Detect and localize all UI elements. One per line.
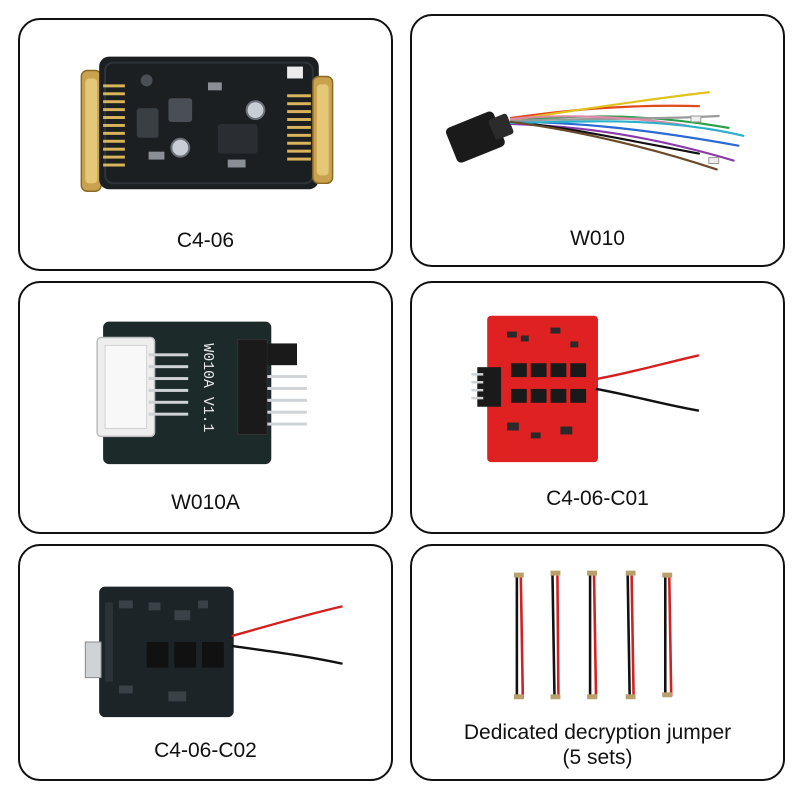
product-card-c4-06-c02: C4-06-C02 — [18, 544, 393, 781]
card-caption: W010A — [171, 491, 240, 514]
card-caption: W010 — [570, 227, 625, 250]
c4-06-c01-board-image — [471, 315, 700, 463]
c4-06-board-image — [80, 56, 334, 192]
c4-06-c02-board-image — [84, 586, 343, 718]
decryption-jumper-image — [513, 570, 673, 700]
card-caption: C4-06 — [176, 229, 235, 252]
product-card-w010: W010 — [410, 14, 785, 267]
card-caption: Dedicated decryption jumper (5 sets) — [412, 720, 783, 770]
product-card-c4-06-c01: C4-06-C01 — [410, 281, 785, 534]
product-card-decryption-jumper: Dedicated decryption jumper (5 sets) — [410, 544, 785, 781]
product-card-c4-06: C4-06 — [18, 18, 393, 271]
card-caption: C4-06-C01 — [546, 487, 649, 510]
w010a-board-image: W010A V1.1 — [96, 321, 307, 465]
card-caption-line2: (5 sets) — [562, 746, 633, 769]
card-caption: C4-06-C02 — [154, 739, 257, 762]
w010a-silkscreen-label: W010A V1.1 — [199, 343, 215, 432]
product-card-w010a: W010A V1.1 W010A — [18, 281, 393, 534]
w010-cable-image — [445, 91, 745, 171]
card-caption-line1: Dedicated decryption jumper — [463, 721, 732, 744]
